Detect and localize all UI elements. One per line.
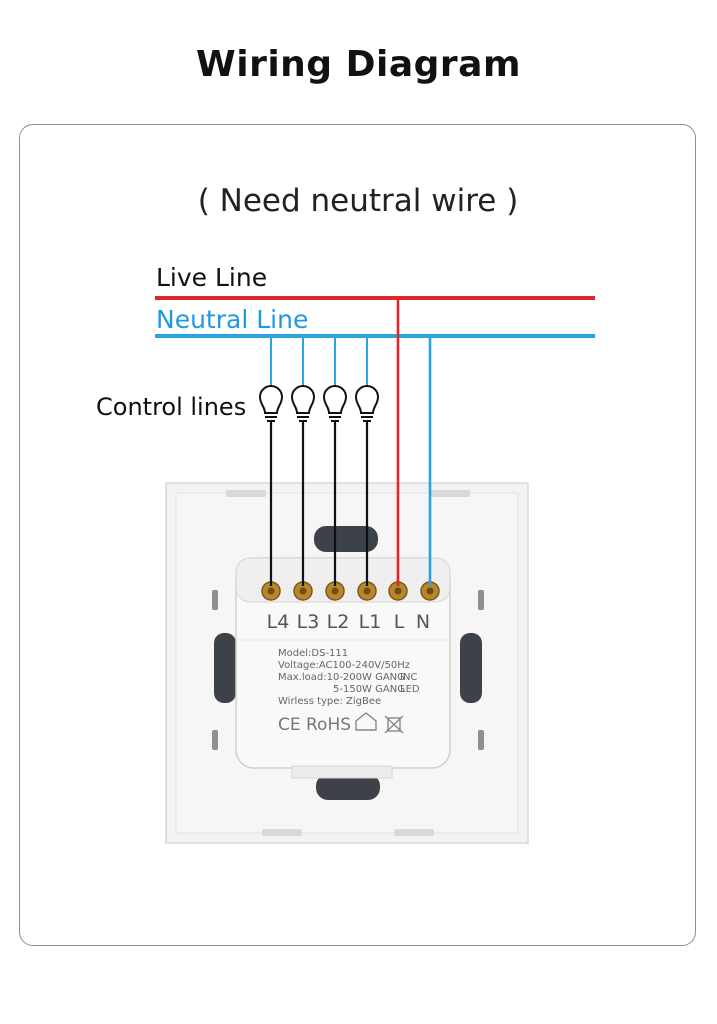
rohs-mark-icon: RoHS — [306, 715, 351, 735]
light-bulb-icon — [258, 385, 284, 422]
wireless-type-text: Wirless type: ZigBee — [278, 696, 381, 707]
max-load-led-value-text: 5-150W GANG — [333, 684, 405, 695]
light-bulb-icon — [322, 385, 348, 422]
live-line-label: Live Line — [156, 263, 267, 292]
light-bulb-icon — [354, 385, 380, 422]
control-lines-label: Control lines — [96, 393, 246, 421]
light-bulb-icon — [290, 385, 316, 422]
subtitle: ( Need neutral wire ) — [198, 183, 519, 219]
switch-plate — [165, 482, 529, 844]
terminal-screw-l3 — [293, 581, 313, 601]
terminal-label-l1: L1 — [359, 611, 382, 633]
terminal-label-l: L — [394, 611, 405, 633]
light-bulbs — [258, 385, 380, 422]
max-load-led-text: LED — [400, 684, 420, 695]
neutral-line-label: Neutral Line — [156, 305, 308, 334]
control-wires — [269, 422, 369, 586]
device-spec-label: Model:DS-111 Voltage:AC100-240V/50Hz Max… — [278, 648, 420, 707]
terminal-label-l2: L2 — [327, 611, 350, 633]
switch-module — [235, 557, 451, 779]
terminal-label-l4: L4 — [267, 611, 290, 633]
neutral-to-bulb-wires — [270, 336, 368, 390]
indoor-use-icon — [355, 712, 377, 731]
voltage-text: Voltage:AC100-240V/50Hz — [278, 660, 410, 671]
max-load-text: Max.load:10-200W GANG — [278, 672, 405, 683]
terminal-label-l3: L3 — [297, 611, 320, 633]
terminal-label-n: N — [416, 611, 430, 633]
model-text: Model:DS-111 — [278, 648, 348, 659]
max-load-inc-text: INC — [400, 672, 417, 683]
weee-bin-icon — [384, 715, 404, 734]
certification-marks: CE RoHS — [278, 712, 404, 735]
ce-mark-icon: CE — [278, 715, 301, 735]
page-title: Wiring Diagram — [196, 44, 521, 85]
terminal-screw-l1 — [357, 581, 377, 601]
